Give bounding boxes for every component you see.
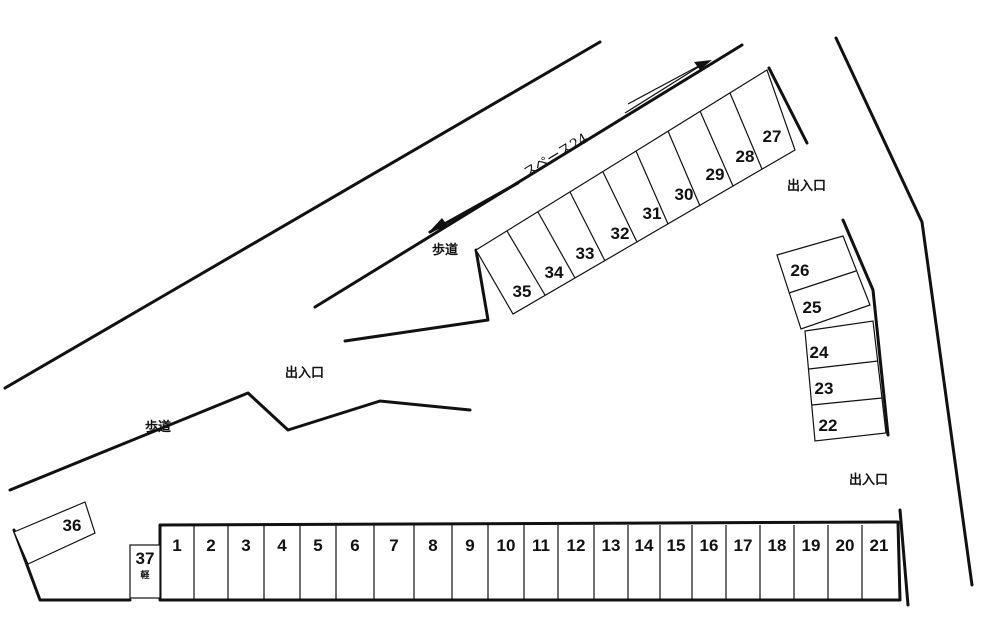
space-31: 31 <box>643 204 662 223</box>
traffic-arrow-right-icon <box>624 65 701 114</box>
parking-space-37 <box>129 544 161 599</box>
brand-label: スペース24 <box>521 131 591 182</box>
space-17: 17 <box>734 536 753 555</box>
parking-row-diagonal <box>475 69 796 315</box>
road-edge-right <box>834 36 974 587</box>
space-23: 23 <box>815 379 834 398</box>
space-35: 35 <box>513 282 532 301</box>
parking-row-bottom-dividers <box>193 525 863 600</box>
arrow-head-left-icon <box>428 218 448 233</box>
space-22: 22 <box>819 416 838 435</box>
sidewalk-label-upper: 歩道 <box>432 242 458 257</box>
space-3: 3 <box>241 536 250 555</box>
space-10: 10 <box>497 536 516 555</box>
space-36: 36 <box>63 516 82 535</box>
parking-column-24-22 <box>804 320 887 442</box>
space-14: 14 <box>635 536 654 555</box>
space-34: 34 <box>545 263 564 282</box>
parking-row-bottom <box>158 520 902 602</box>
space-18: 18 <box>768 536 787 555</box>
entrance-label-top-right: 出入口 <box>787 178 826 193</box>
lot-boundary-bottom-right <box>898 508 910 607</box>
space-11: 11 <box>532 536 550 555</box>
space-6: 6 <box>350 536 359 555</box>
space-19: 19 <box>802 536 821 555</box>
space-7: 7 <box>389 536 398 555</box>
space-15: 15 <box>667 536 686 555</box>
space-9: 9 <box>465 536 474 555</box>
space-28: 28 <box>736 147 755 166</box>
sidewalk-edge-upper <box>313 43 744 309</box>
parking-column-26-25 <box>776 235 871 330</box>
parking-row-diagonal-dividers <box>506 92 763 296</box>
space-1: 1 <box>172 536 181 555</box>
parking-space-36 <box>13 501 96 565</box>
space-29: 29 <box>706 165 725 184</box>
entrance-label-middle: 出入口 <box>285 365 324 380</box>
sidewalk-label-lower: 歩道 <box>145 419 171 434</box>
sidewalk-edge-lower <box>8 391 472 492</box>
space-5: 5 <box>313 536 322 555</box>
lot-boundary-left <box>343 248 490 343</box>
space-13: 13 <box>602 536 621 555</box>
space-33: 33 <box>576 244 595 263</box>
space-25: 25 <box>803 298 822 317</box>
space-37-kei-note: 軽 <box>140 569 150 580</box>
space-21: 21 <box>870 536 889 555</box>
lot-boundary-bottom-left <box>12 528 132 602</box>
space-4: 4 <box>277 536 287 555</box>
space-2: 2 <box>206 536 215 555</box>
space-26: 26 <box>791 261 810 280</box>
lot-boundary-right <box>841 218 890 437</box>
space-30: 30 <box>675 185 694 204</box>
space-16: 16 <box>700 536 719 555</box>
space-32: 32 <box>611 224 630 243</box>
arrow-head-right-icon <box>694 60 712 70</box>
lot-boundary-top <box>767 66 809 145</box>
traffic-arrow-right-line <box>627 60 709 105</box>
road-edge-upper <box>3 40 602 390</box>
entrance-label-right: 出入口 <box>849 472 888 487</box>
space-20: 20 <box>836 536 855 555</box>
space-12: 12 <box>567 536 586 555</box>
space-24: 24 <box>810 343 829 362</box>
space-27: 27 <box>763 127 782 146</box>
space-8: 8 <box>428 536 437 555</box>
space-37: 37 <box>136 549 155 568</box>
